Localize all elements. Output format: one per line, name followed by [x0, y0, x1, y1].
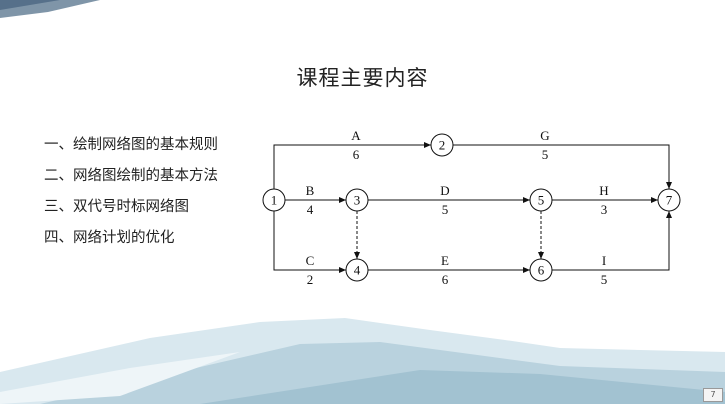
node-circle-1: [262, 188, 286, 212]
network-nodes: 1 2 3 4 5 6 7: [262, 133, 681, 282]
activity-duration-C: 2: [307, 272, 314, 287]
page-title: 课程主要内容: [296, 66, 429, 90]
node-label-5: 5: [538, 193, 545, 208]
activity-name-G: G: [540, 128, 549, 143]
activity-duration-A: 6: [353, 147, 360, 162]
activity-duration-I: 5: [601, 272, 608, 287]
node-label-6: 6: [538, 263, 545, 278]
activity-duration-E: 6: [442, 272, 449, 287]
activity-name-H: H: [599, 183, 608, 198]
activity-arrow-C: [273, 211, 346, 273]
activity-arrow-G: [453, 144, 672, 189]
activity-duration-G: 5: [542, 147, 549, 162]
node-label-4: 4: [354, 263, 361, 278]
activity-name-A: A: [351, 128, 361, 143]
activity-name-B: B: [306, 183, 315, 198]
node-label-1: 1: [271, 193, 278, 208]
node-circle-7: [657, 188, 681, 212]
outline-item: 四、网络计划的优化: [44, 230, 175, 246]
outline-item: 一、绘制网络图的基本规则: [44, 137, 218, 153]
node-label-2: 2: [439, 138, 446, 153]
node-circle-5: [529, 188, 553, 212]
activity-arrow-A: [273, 142, 431, 189]
outline-item: 二、网络图绘制的基本方法: [44, 168, 218, 184]
node-circle-2: [430, 133, 454, 157]
node-label-7: 7: [666, 193, 673, 208]
page-number-icon: 7: [703, 388, 723, 402]
dummy-edges: [354, 211, 544, 259]
activity-duration-H: 3: [601, 202, 608, 217]
node-circle-4: [345, 258, 369, 282]
activity-arrow-I: [552, 211, 672, 271]
node-circle-6: [529, 258, 553, 282]
activity-name-I: I: [602, 253, 606, 268]
activity-name-D: D: [440, 183, 449, 198]
activity-duration-B: 4: [307, 202, 314, 217]
network-edges: [273, 142, 672, 273]
activity-name-C: C: [306, 253, 315, 268]
activity-duration-D: 5: [442, 202, 449, 217]
outline-item: 三、双代号时标网络图: [44, 199, 189, 215]
course-outline: 一、绘制网络图的基本规则 二、网络图绘制的基本方法 三、双代号时标网络图 四、网…: [44, 134, 218, 258]
node-circle-3: [345, 188, 369, 212]
node-label-3: 3: [354, 193, 361, 208]
activity-name-E: E: [441, 253, 449, 268]
